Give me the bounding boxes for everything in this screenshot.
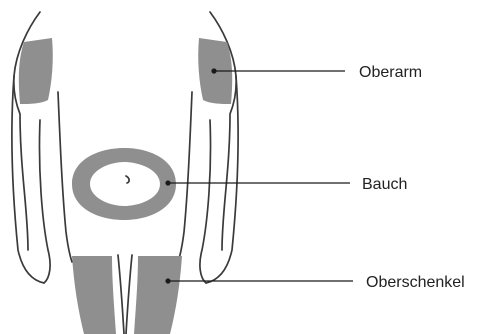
callout-upper-arm: Oberarm [211,64,422,81]
crotch-outline [118,255,124,334]
left-upper-arm-site [19,38,53,104]
left-thigh-site [72,256,116,334]
injection-sites [19,38,232,334]
abdomen-site [72,148,176,220]
right-waist-outline [178,92,192,262]
navel-mark [126,176,129,183]
left-arm-inner-outline [39,120,50,283]
abdomen-label: Bauch [362,176,407,193]
left-waist-outline [58,92,72,262]
right-arm-inner-outline [200,120,211,283]
callout-abdomen: Bauch [165,176,407,193]
right-thigh-site [134,256,182,334]
crotch-outline-right [126,255,132,334]
thigh-label: Oberschenkel [366,274,465,291]
upper-arm-label: Oberarm [359,64,422,81]
